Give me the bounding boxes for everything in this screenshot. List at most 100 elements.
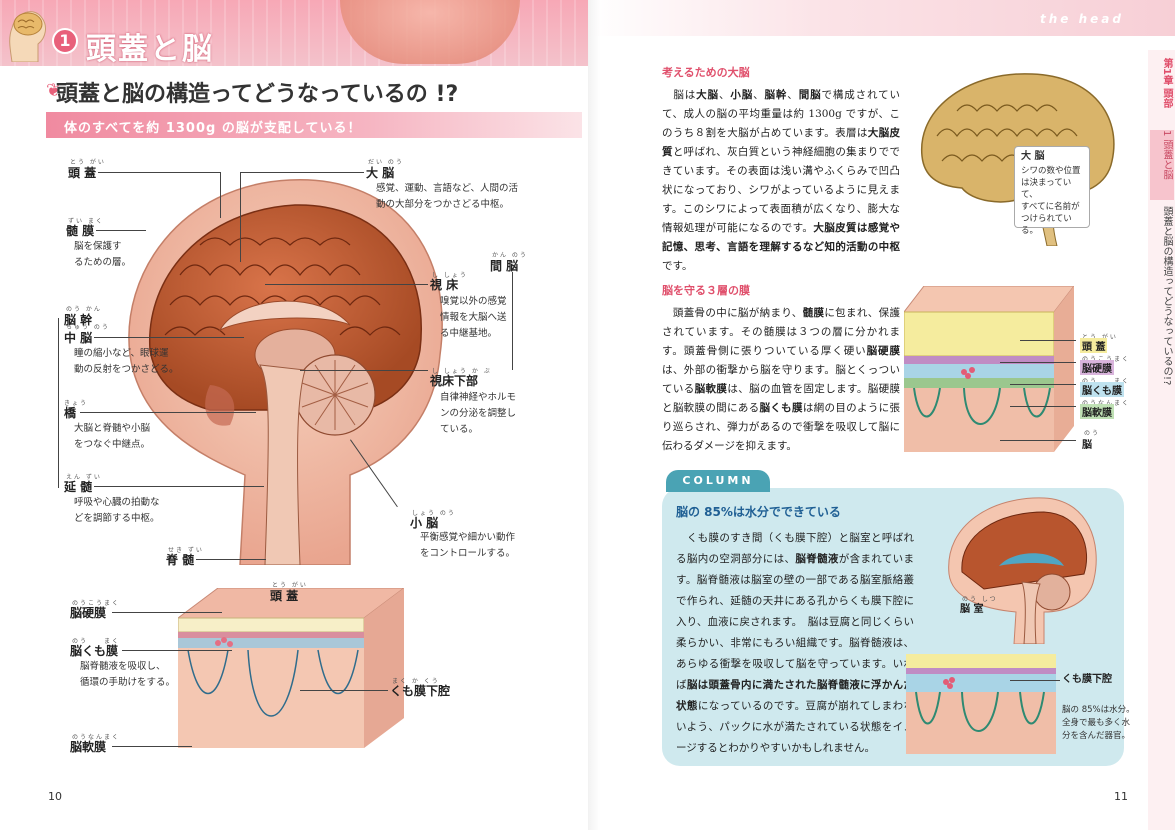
desc-enzui-2: どを調節する中枢。 (74, 513, 160, 524)
ruby-layer-1: のうこうまく (1082, 354, 1130, 363)
meninges-text-run: 脳硬膜 (866, 345, 900, 357)
ruby-nounanmaku: のうなんまく (72, 734, 121, 741)
leader-shishoukabu (300, 370, 428, 371)
ruby-shishoukabu: し しょう か ぶ (432, 368, 492, 375)
layer-label-noukumomaku: 脳くも膜 (1080, 382, 1124, 397)
column-text-run: になっているのです。豆腐が崩れてしまわないよう、パックに水が満たされている状態を… (676, 700, 915, 754)
label-noukoumaku: 脳硬膜 (70, 606, 107, 620)
label-tougai: 頭 蓋 (68, 166, 97, 180)
side-tab-chapter[interactable]: 第1章 頭部 (1161, 58, 1172, 109)
side-tab-section[interactable]: 1 頭蓋と脳 (1150, 130, 1174, 200)
column-body: くも膜のすき間（くも膜下腔）と脳室と呼ばれる脳内の空洞部分には、脳脊髄液が含まれ… (676, 528, 914, 759)
desc-shishoukabu-3: ている。 (440, 424, 479, 435)
ruby-noukumomaku: のう まく (72, 638, 121, 645)
leader-chuuno (94, 337, 244, 338)
meninges-text-run: は網の目のように張り巡らされ、弾力があるので衝撃を吸収して脳に伝わるダメージを抑… (662, 402, 901, 452)
column-tab: COLUMN (666, 470, 770, 492)
leader-layer-1 (1000, 362, 1076, 363)
ruby-enzui: えん ずい (66, 474, 102, 481)
label-nounanmaku: 脳軟膜 (70, 740, 107, 754)
meninges-block-illustration (178, 588, 404, 748)
leader-layer-0 (1020, 340, 1076, 341)
label-shishoukabu: 視床下部 (430, 374, 479, 388)
ruby-noukoumaku: のうこうまく (72, 600, 121, 607)
leader-subarachnoid (1010, 680, 1060, 681)
ruby-layer-0: とう がい (1082, 334, 1118, 341)
desc-chuuno-1: 瞳の縮小など、眼球運 (74, 348, 169, 359)
page-number-left: 10 (48, 790, 62, 803)
section-body-meninges: 頭蓋骨の中に脳が納まり、髄膜に包まれ、保護されています。その髄膜は３つの層に分か… (662, 304, 900, 456)
meninges-text-run: 脳軟膜 (694, 383, 728, 395)
leader-enzui (94, 486, 264, 487)
header-tagline: the head (1040, 12, 1124, 26)
layer-label-nou: 脳 (1082, 440, 1092, 451)
desc-shouno-2: をコントロールする。 (420, 548, 516, 559)
flower-icon: ❦ (46, 80, 62, 101)
water-note-2: 全身で最も多く水 (1062, 718, 1131, 728)
label-kanno: 間 脳 (490, 259, 519, 273)
meninges-text-run: 髄膜 (802, 307, 825, 319)
subarachnoid-illustration (906, 654, 1056, 754)
cerebrum-text-run: 脳は (662, 89, 697, 101)
section-title-meninges: 脳を守る３層の膜 (662, 284, 750, 297)
ruby-layer-4: のう (1084, 430, 1101, 437)
label-noukumomaku: 脳くも膜 (70, 644, 119, 658)
water-note-3: 分を含んだ器官。 (1062, 731, 1131, 741)
leader-sekizui (196, 559, 266, 560)
desc-kyou-1: 大脳と脊髄や小脳 (74, 423, 151, 434)
ruby-shouno: しょう のう (412, 510, 456, 517)
column-text-run: くも膜のすき間（くも膜下腔）と脳室と呼ばれる脳内の空洞部分には、 (676, 532, 914, 565)
meninges-text-run: は、外部の衝撃から脳を守ります。脳とくっついている (662, 364, 900, 395)
cerebrum-text-run: 大脳 (696, 89, 719, 101)
leader-tougai-v (220, 172, 221, 218)
ruby-noukan: のう かん (66, 306, 102, 313)
leader-noukumomaku (122, 650, 232, 651)
side-tab-question[interactable]: 頭蓋と脳の構造ってどうなっているの!? (1161, 206, 1172, 386)
page-number-right: 11 (1114, 790, 1128, 803)
layer-label-tougai: 頭 蓋 (1080, 338, 1108, 353)
leader-layer-2 (1010, 384, 1076, 385)
ruby-kumomakuka: まく か くう (392, 678, 440, 685)
section-body-cerebrum: 脳は大脳、小脳、脳幹、間脳で構成されていて、成人の脳の平均重量は約 1300g … (662, 86, 900, 276)
header-brain-image (340, 0, 520, 64)
label-tougai2: 頭 蓋 (270, 589, 299, 603)
page-fold-shadow (588, 0, 600, 830)
section-title-cerebrum: 考えるための大脳 (662, 66, 750, 79)
leader-kyou (80, 412, 256, 413)
desc-shishou-2: 情報を大脳へ送 (440, 312, 507, 323)
cerebrum-text-run: で構成されていて、成人の脳の平均重量は約 1300g ですが、このうち８割を大脳… (662, 89, 900, 139)
desc-zuimaku-2: るための層。 (74, 257, 132, 268)
cerebrum-text-run: 間脳 (798, 89, 822, 101)
leader-noukan-bracket (58, 318, 59, 488)
label-enzui: 延 髄 (64, 480, 93, 494)
desc-daino-2: 動の大部分をつかさどる中枢。 (376, 199, 510, 210)
meninges-text-run: 脳くも膜 (759, 402, 803, 414)
ruby-daino: だい のう (368, 159, 404, 166)
ruby-layer-2: のう まく (1082, 376, 1130, 385)
subheading: 体のすべてを約 1300g の脳が支配している！ (64, 121, 362, 136)
ruby-kyou: きょう (64, 400, 89, 407)
ruby-tougai: とう がい (70, 159, 106, 166)
ruby-ventricle: のう しつ (962, 596, 998, 603)
meninges-text-run: に包まれ、保護されています。その髄膜は３つの層に分かれます。頭蓋骨側に張りついて… (662, 307, 901, 357)
label-ventricle: 脳 室 (960, 604, 984, 615)
desc-shishoukabu-1: 自律神経やホルモ (440, 392, 517, 403)
ruby-chuuno: ちゅう のう (66, 324, 110, 331)
column-text-run: 脳は豆腐と同じくらい柔らかい、非常にもろい組織です。脳脊髄液は、あらゆる衝撃を吸… (676, 616, 915, 691)
leader-kanno (512, 272, 513, 370)
desc-shouno-1: 平衡感覚や細かい動作 (420, 532, 516, 543)
meninges-text-run: は、脳の血管を固定します。脳硬膜と脳軟膜の間にある (662, 383, 901, 414)
desc-noukumomaku-1: 脳脊髄液を吸収し、 (80, 661, 166, 672)
cerebrum-text-run: 脳幹 (764, 89, 788, 101)
main-question: 頭蓋と脳の構造ってどうなっているの !? (56, 82, 459, 107)
label-noukan: 脳 幹 (64, 313, 93, 327)
desc-shishou-1: 嗅覚以外の感覚 (440, 296, 507, 307)
layer-label-nounanmaku: 脳軟膜 (1080, 404, 1114, 419)
header-band-right (588, 0, 1175, 36)
desc-daino-1: 感覚、運動、言語など、人間の活 (376, 183, 519, 194)
desc-kyou-2: をつなぐ中継点。 (74, 439, 151, 450)
ruby-tougai2: とう がい (272, 582, 308, 589)
leader-nounanmaku (112, 746, 192, 747)
leader-kumomakuka (300, 690, 388, 691)
ventricle-illustration (948, 497, 1097, 644)
